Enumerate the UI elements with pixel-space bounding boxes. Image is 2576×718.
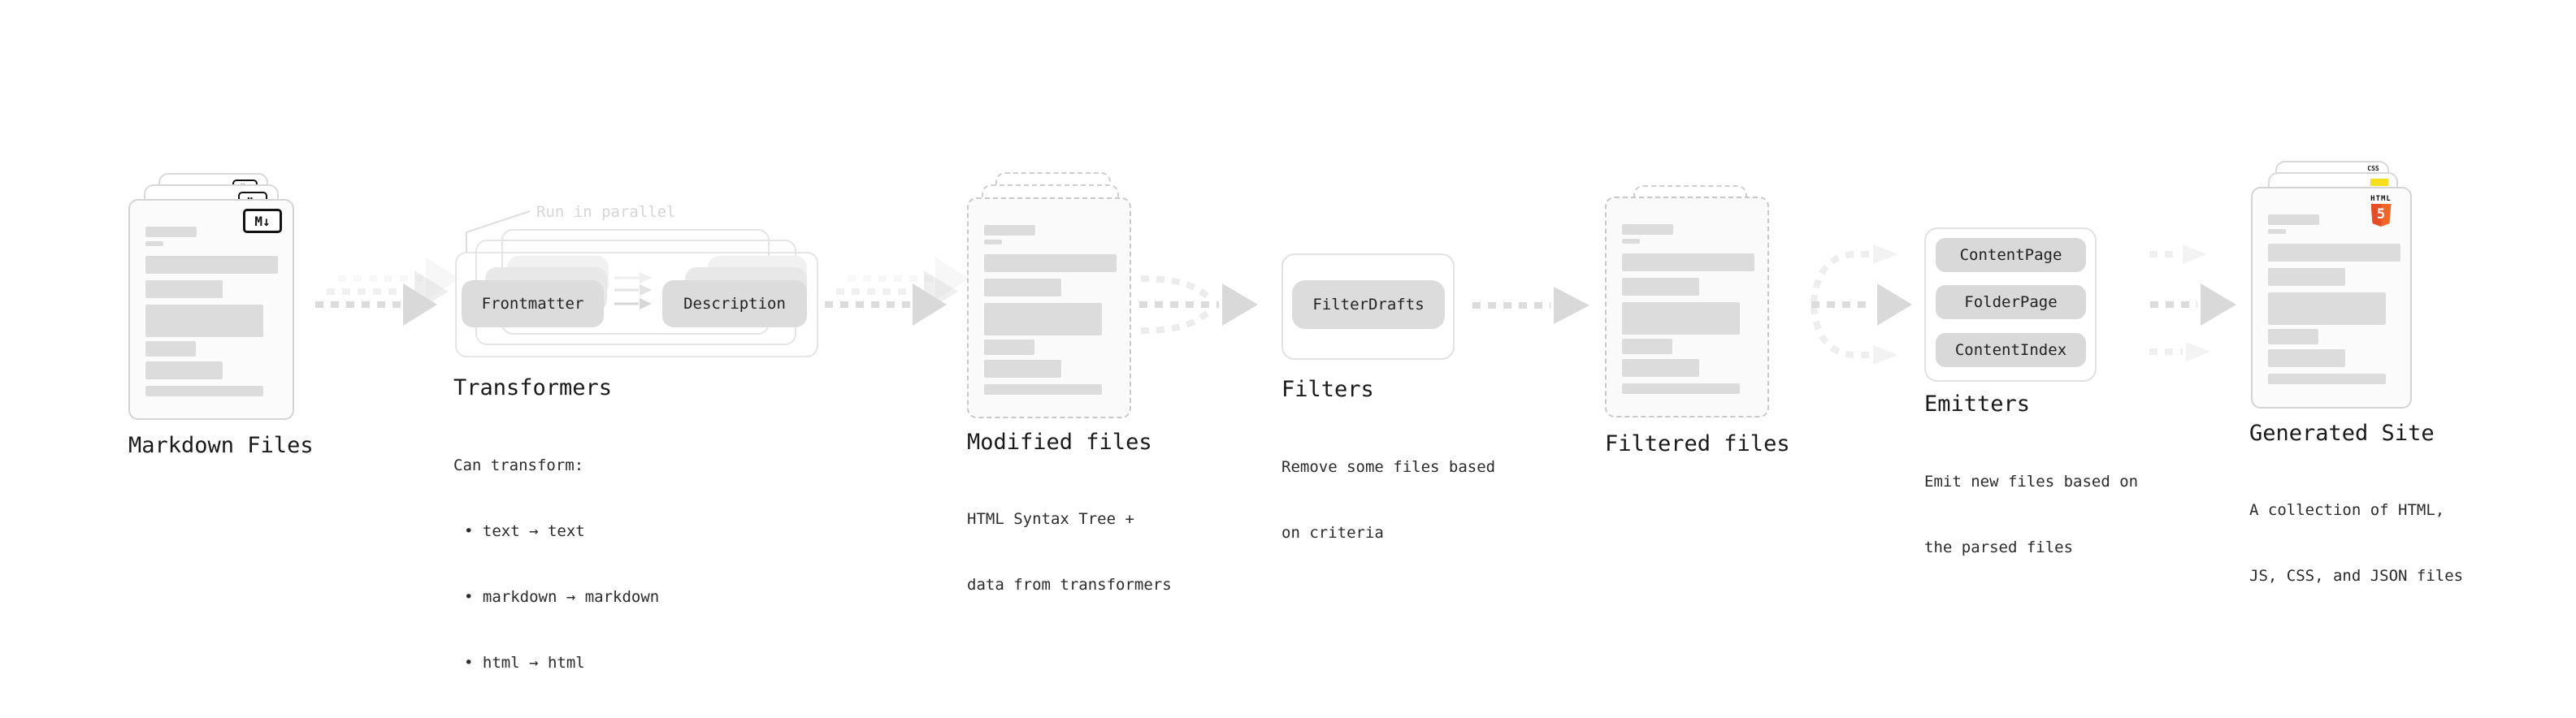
run-in-parallel-label: Run in parallel — [536, 203, 676, 221]
markdown-file-card-front: M↓ — [128, 199, 294, 420]
arrow-transformers-to-modified — [825, 257, 969, 326]
doc-content-bars — [1607, 198, 1767, 416]
doc-content-bars — [130, 201, 293, 418]
stage-filters: FilterDrafts Filters Remove some files b… — [1281, 253, 1495, 588]
modified-file-card — [967, 197, 1131, 418]
doc-content-bars — [2253, 188, 2410, 407]
desc-line: Can transform: — [453, 456, 584, 474]
emitter-pill-contentpage: ContentPage — [1936, 238, 2086, 272]
html5-icon: HTML 5 — [2362, 195, 2400, 227]
desc-line: • markdown → markdown — [464, 588, 660, 606]
desc-line: • text → text — [464, 522, 585, 540]
desc-line: Emit new files based on — [1924, 473, 2139, 491]
stage-transformers: Frontmatter Description Run in parallel … — [453, 203, 818, 672]
desc-line: • html → html — [464, 654, 585, 672]
desc-line: data from transformers — [967, 576, 1172, 594]
generated-site-description: A collection of HTML, JS, CSS, and JSON … — [2249, 456, 2463, 631]
desc-line: JS, CSS, and JSON files — [2249, 567, 2464, 585]
stage-filtered-files: Filtered files — [1605, 185, 1790, 456]
filtered-file-card — [1605, 197, 1769, 417]
desc-line: HTML Syntax Tree + — [967, 510, 1134, 528]
transformer-pill-description: Description — [662, 280, 807, 327]
transformer-frame-front — [455, 252, 818, 357]
filter-pill-filterdrafts: FilterDrafts — [1292, 280, 1445, 329]
html5-icon-word: HTML — [2370, 195, 2392, 203]
desc-line: A collection of HTML, — [2249, 501, 2445, 519]
stage-generated-site: CSS HTML 5 Generated Site A collection o… — [2249, 161, 2463, 631]
stage-title-generated-site: Generated Site — [2249, 421, 2435, 446]
stage-modified-files: Modified files HTML Syntax Tree + data f… — [967, 172, 1172, 640]
stage-markdown-files: M↓ M↓ M↓ Markdown Files — [128, 173, 314, 458]
stage-title-emitters: Emitters — [1924, 391, 2031, 417]
run-in-parallel-leader-line — [466, 210, 531, 252]
stage-title-filtered-files: Filtered files — [1605, 431, 1790, 456]
stage-emitters: ContentPage FolderPage ContentIndex Emit… — [1924, 227, 2138, 603]
stage-title-markdown-files: Markdown Files — [128, 433, 314, 458]
markdown-icon: M↓ — [243, 209, 282, 233]
arrow-filters-to-filtered — [1472, 287, 1589, 324]
transformer-pill-frontmatter: Frontmatter — [462, 280, 604, 327]
js-icon — [2370, 179, 2388, 186]
stage-title-filters: Filters — [1281, 377, 1374, 402]
pipeline-diagram-canvas: { "diagram": { "stages": [ { "id": "mark… — [128, 161, 2464, 672]
desc-line: the parsed files — [1924, 538, 2074, 556]
emitter-pill-folderpage: FolderPage — [1936, 285, 2086, 319]
emitter-pill-contentindex: ContentIndex — [1936, 333, 2086, 367]
filters-description: Remove some files based on criteria — [1281, 413, 1495, 588]
arrow-markdown-to-transformers — [315, 257, 460, 326]
arrow-modified-to-filters — [1139, 275, 1258, 334]
transformers-description: Can transform: • text → text • markdown … — [453, 411, 659, 718]
site-file-card-html: HTML 5 — [2251, 187, 2412, 409]
modified-files-description: HTML Syntax Tree + data from transformer… — [967, 465, 1172, 640]
emitters-description: Emit new files based on the parsed files — [1924, 427, 2138, 603]
arrow-emitters-to-site — [2149, 244, 2236, 361]
doc-content-bars — [969, 199, 1130, 417]
desc-line: on criteria — [1281, 524, 1384, 542]
desc-line: Remove some files based — [1281, 458, 1496, 476]
stage-title-transformers: Transformers — [453, 375, 613, 400]
arrow-filtered-to-emitters — [1811, 244, 1912, 365]
css-icon-word: CSS — [2367, 165, 2379, 172]
parallel-mini-arrows — [614, 272, 652, 309]
html5-icon-shield: 5 — [2370, 204, 2392, 227]
stage-title-modified-files: Modified files — [967, 430, 1152, 455]
